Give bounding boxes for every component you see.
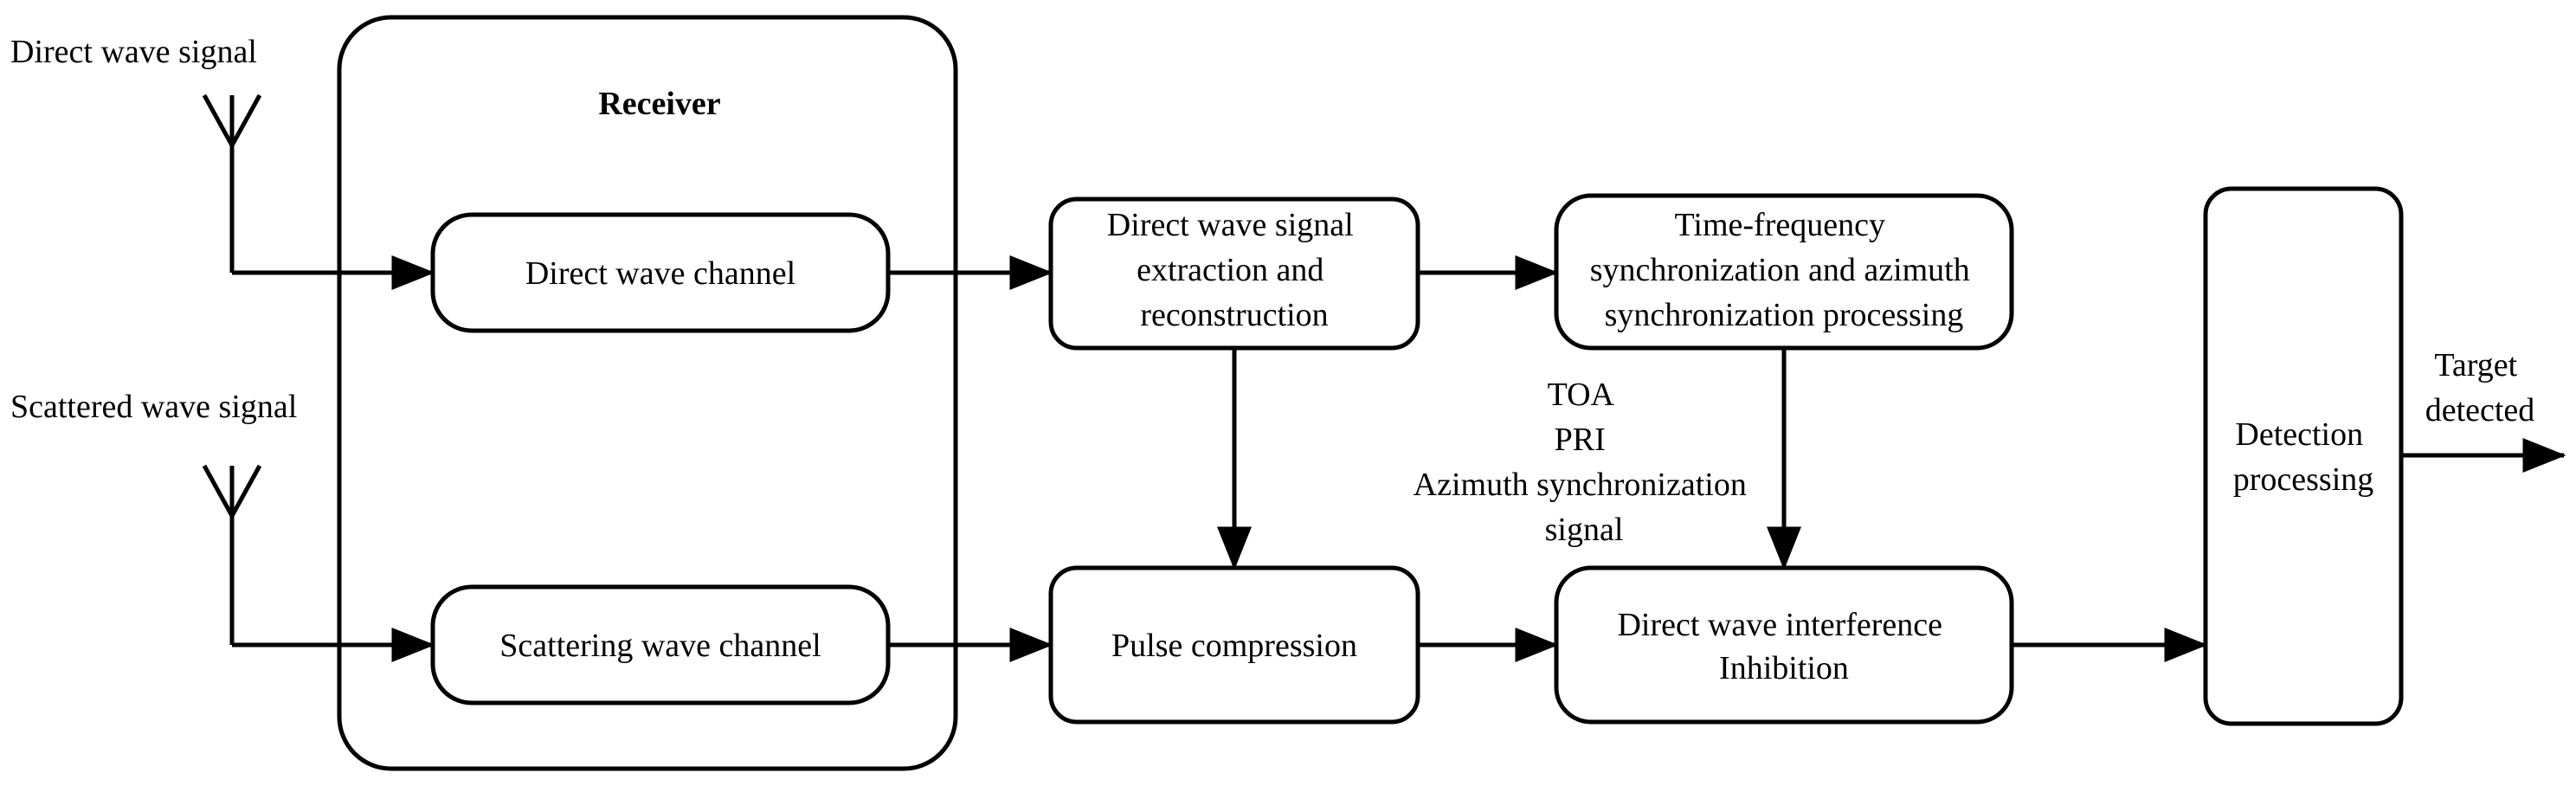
target-detected-label: Target detected	[2425, 347, 2535, 428]
direct-wave-signal-label: Direct wave signal	[10, 34, 257, 70]
receiver-title: Receiver	[598, 86, 720, 122]
scattering-wave-channel-label: Scattering wave channel	[499, 628, 821, 664]
sync-processing-label: Time-frequency synchronization and azimu…	[1590, 207, 1979, 333]
scattered-wave-signal-label: Scattered wave signal	[10, 389, 297, 425]
direct-antenna-icon	[202, 93, 262, 273]
detection-processing-label: Detection processing	[2233, 416, 2374, 498]
receiver-box	[337, 15, 958, 771]
direct-wave-channel-label: Direct wave channel	[525, 255, 795, 292]
detection-processing-box	[2203, 186, 2404, 726]
pulse-compression-label: Pulse compression	[1111, 628, 1357, 664]
extraction-label: Direct wave signal extraction and recons…	[1107, 207, 1362, 333]
scattered-antenna-icon	[202, 464, 262, 645]
sync-params-annotation: TOA PRI Azimuth synchronization signal	[1414, 377, 1755, 548]
interference-inhibition-box	[1554, 565, 2014, 725]
interference-inhibition-label: Direct wave interference Inhibition	[1617, 607, 1950, 686]
